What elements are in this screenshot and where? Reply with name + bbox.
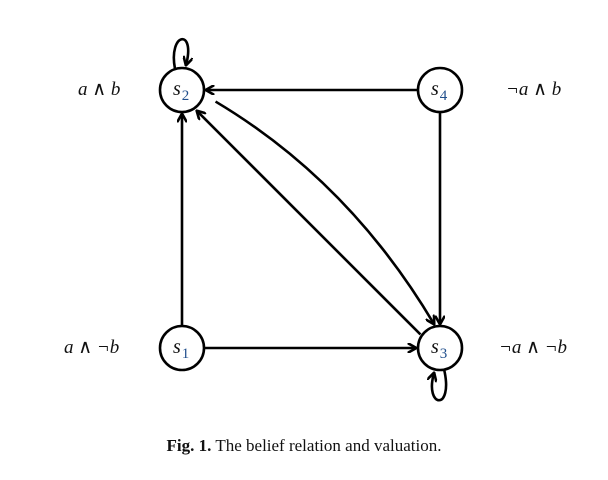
figure-caption: Fig. 1. The belief relation and valuatio… <box>0 436 608 456</box>
valuation-label-s1: a ∧ ¬b <box>64 337 120 358</box>
node-s1: s1 <box>158 324 206 372</box>
caption-label: Fig. 1. <box>166 436 212 455</box>
node-s3: s3 <box>416 324 464 372</box>
valuation-label-s3: ¬a ∧ ¬b <box>499 337 568 358</box>
node-s4: s4 <box>416 66 464 114</box>
edge-s3-to-s3 <box>432 368 448 402</box>
node-circle <box>158 324 206 372</box>
node-circle <box>416 324 464 372</box>
node-circle <box>158 66 206 114</box>
caption-text: The belief relation and valuation. <box>215 436 442 455</box>
edge-s3-to-s2 <box>197 111 422 336</box>
node-s2: s2 <box>158 66 206 114</box>
valuation-label-s4: ¬a ∧ b <box>506 79 562 100</box>
edge-s2-to-s2 <box>172 37 188 70</box>
node-circle <box>416 66 464 114</box>
valuation-label-s2: a ∧ b <box>78 79 121 100</box>
edge-s2-to-s3 <box>214 100 434 324</box>
